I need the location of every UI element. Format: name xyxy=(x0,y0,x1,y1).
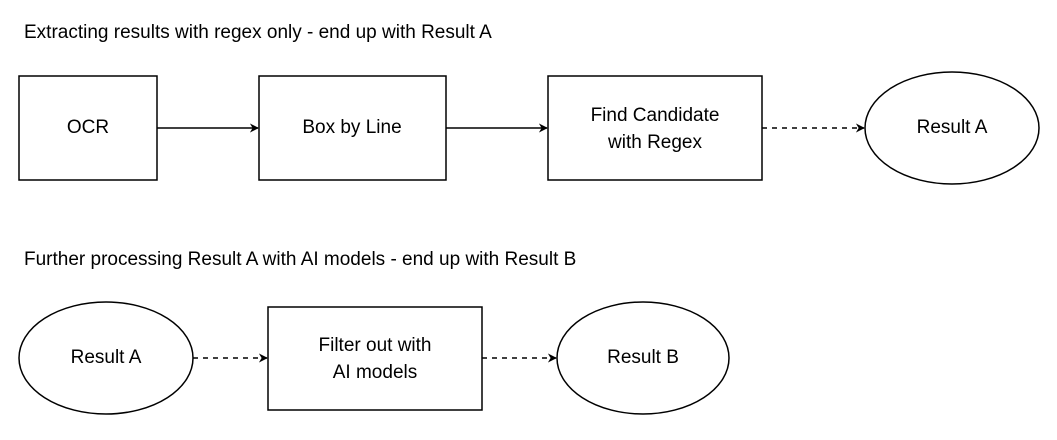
node-find-candidate-label-line2: with Regex xyxy=(607,132,702,153)
node-result-a-bottom-label: Result A xyxy=(71,347,142,368)
node-result-b-label: Result B xyxy=(607,347,679,368)
section-heading-regex: Extracting results with regex only - end… xyxy=(24,22,492,43)
node-filter-ai-label-line2: AI models xyxy=(333,362,417,383)
node-box-by-line[interactable]: Box by Line xyxy=(258,75,447,181)
node-result-b[interactable]: Result B xyxy=(556,301,730,415)
node-find-candidate-label-line1: Find Candidate xyxy=(591,105,720,126)
section-heading-ai: Further processing Result A with AI mode… xyxy=(24,249,577,270)
node-filter-ai[interactable]: Filter out with AI models xyxy=(267,306,483,411)
node-result-a-top[interactable]: Result A xyxy=(864,71,1040,185)
node-ocr[interactable]: OCR xyxy=(18,75,158,181)
node-find-candidate[interactable]: Find Candidate with Regex xyxy=(547,75,763,181)
node-box-by-line-label: Box by Line xyxy=(302,117,401,138)
node-result-a-bottom[interactable]: Result A xyxy=(18,301,194,415)
node-ocr-label: OCR xyxy=(67,117,109,138)
node-filter-ai-label-line1: Filter out with xyxy=(319,335,432,356)
node-result-a-top-label: Result A xyxy=(917,117,988,138)
